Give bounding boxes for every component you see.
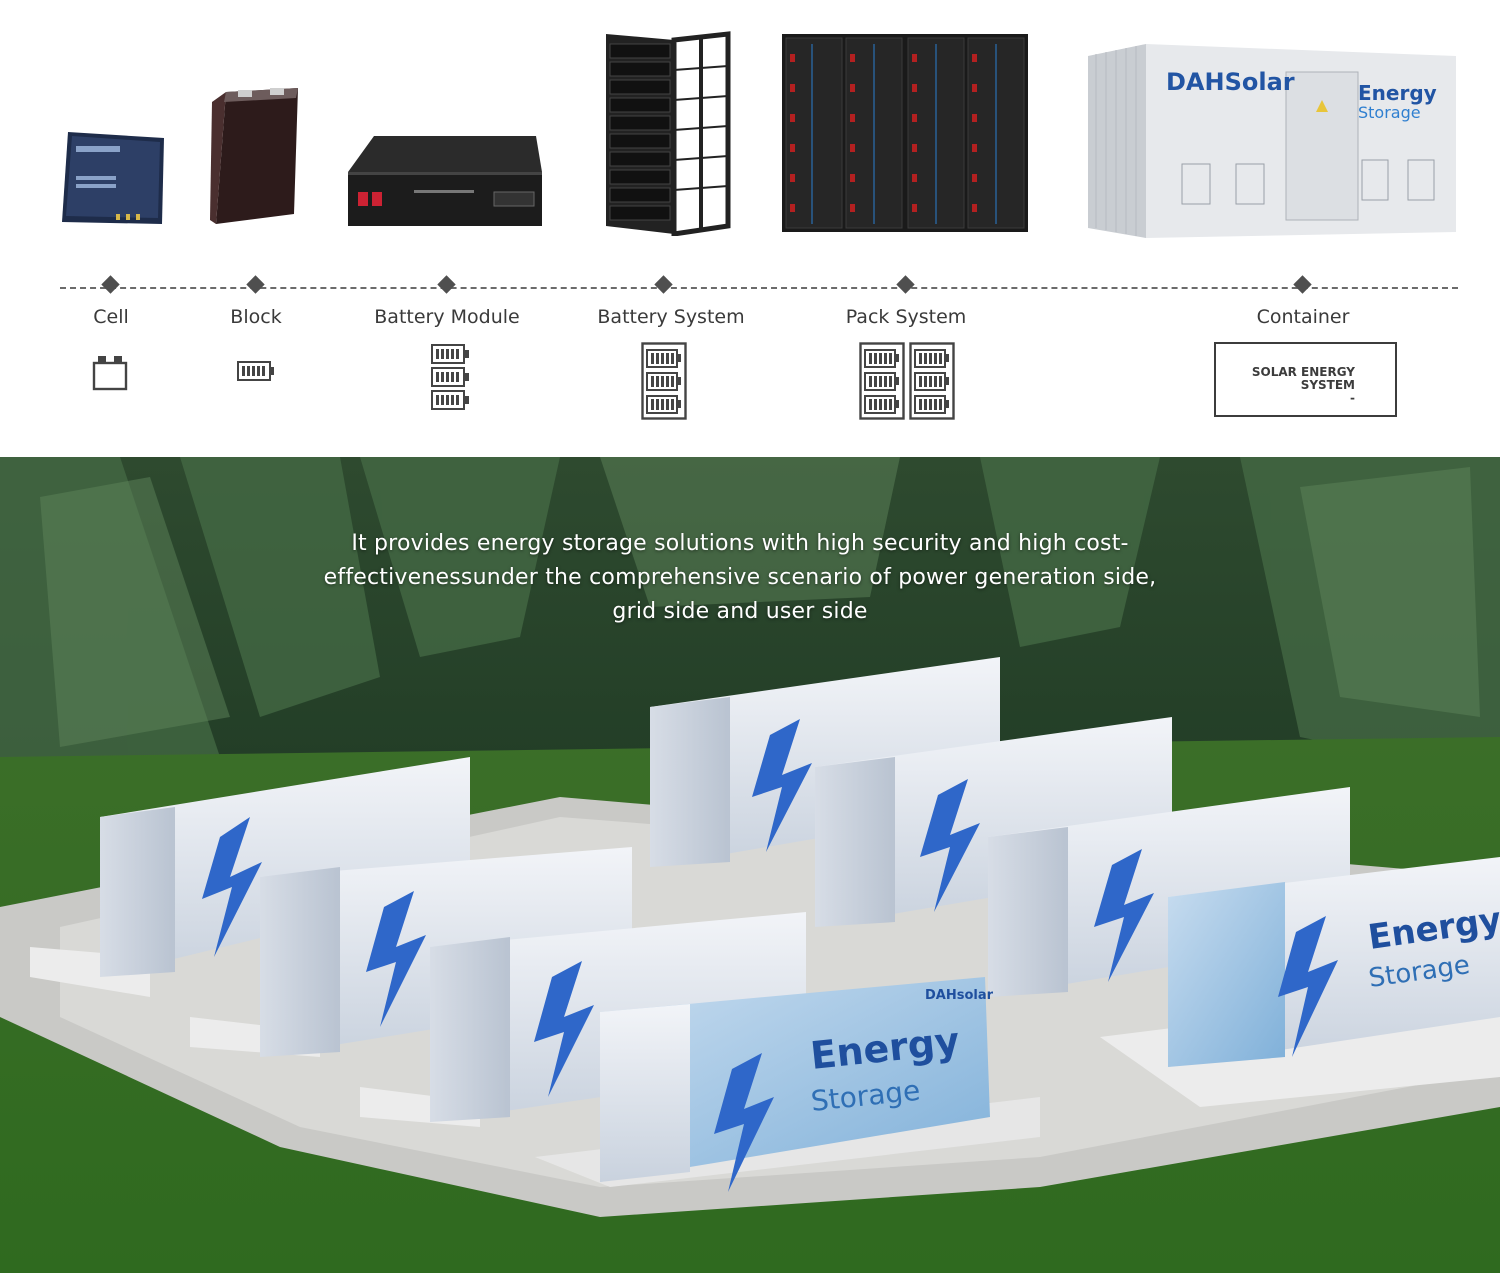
battery-block-photo: [210, 88, 298, 224]
container-box-text: SOLAR ENERGY SYSTEM -: [1251, 365, 1355, 405]
stage-label-pack: Pack System: [845, 306, 967, 328]
headline-text: It provides energy storage solutions wit…: [323, 531, 1157, 624]
container-label-box: SOLAR ENERGY SYSTEM -: [1214, 342, 1397, 417]
svg-text:Storage: Storage: [1358, 103, 1421, 122]
container-photo: DAHSolar Energy Storage: [1088, 44, 1456, 238]
timeline-line: [60, 287, 1458, 289]
stage-label-system: Battery System: [597, 306, 745, 328]
svg-text:Energy: Energy: [1358, 81, 1437, 105]
battery-stack-icon: [431, 344, 469, 410]
stage-label-cell: Cell: [93, 306, 129, 328]
stage-label-container: Container: [1256, 306, 1350, 328]
double-cabinet-icon: [859, 342, 955, 420]
stage-label-module: Battery Module: [374, 306, 520, 328]
battery-icon: [237, 361, 274, 381]
container-front: Energy Storage DAHsolar: [535, 977, 1040, 1192]
battery-rack-photo: [606, 31, 731, 236]
timeline-node-cell: [101, 275, 120, 294]
battery-cabinet-icon: [641, 342, 687, 420]
battery-module-photo: [348, 136, 542, 226]
cell-icon: [92, 356, 128, 391]
stage-label-block: Block: [230, 306, 282, 328]
battery-cell-photo: [62, 132, 164, 224]
svg-text:DAHsolar: DAHsolar: [925, 988, 994, 1003]
pack-system-photo: [782, 34, 1028, 232]
product-evolution-section: DAHSolar Energy Storage Cell Block Batte…: [0, 0, 1500, 457]
hero-illustration: Energy Storage DAHsolar Energy Storage: [0, 457, 1500, 1273]
svg-text:DAHSolar: DAHSolar: [1166, 68, 1295, 96]
container-back-1: [30, 757, 470, 997]
timeline-node-pack: [896, 275, 915, 294]
timeline-node-module: [437, 275, 456, 294]
timeline-node-system: [654, 275, 673, 294]
timeline-node-container: [1293, 275, 1312, 294]
timeline-node-block: [246, 275, 265, 294]
container-right: [1100, 857, 1500, 1107]
hero-scene: Energy Storage DAHsolar Energy Storage I…: [0, 457, 1500, 1273]
